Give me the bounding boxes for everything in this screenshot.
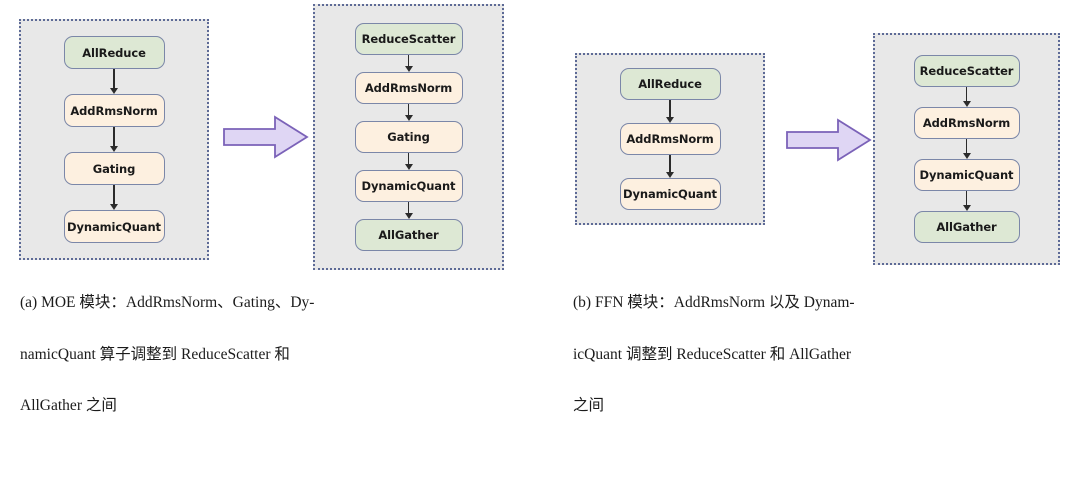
panel-b-after-group: ReduceScatter AddRmsNorm DynamicQuant Al… <box>873 33 1060 265</box>
panel-a-caption: (a) MOE 模块：AddRmsNorm、Gating、Dy- namicQu… <box>20 295 520 414</box>
connector-arrowhead <box>404 164 413 170</box>
connector-arrow <box>620 155 721 178</box>
node-label: AllReduce <box>82 45 146 60</box>
connector-shaft <box>113 185 115 206</box>
right-arrow-icon <box>223 115 309 159</box>
connector-arrowhead <box>962 101 971 107</box>
node-label: AddRmsNorm <box>364 81 453 95</box>
caption-line: (b) FFN 模块：AddRmsNorm 以及 Dynam- <box>573 294 855 311</box>
node-addrmsnorm[interactable]: AddRmsNorm <box>63 94 165 127</box>
node-label: DynamicQuant <box>919 168 1014 182</box>
node-allreduce[interactable]: AllReduce <box>63 36 165 69</box>
node-allgather[interactable]: AllGather <box>354 219 463 251</box>
panel-a-before-group: AllReduce AddRmsNorm Gating DynamicQuant <box>19 19 209 260</box>
node-label: DynamicQuant <box>361 179 456 193</box>
connector-arrow <box>64 185 165 210</box>
connector-arrowhead <box>110 88 118 94</box>
connector-arrowhead <box>110 146 118 152</box>
node-reducescatter[interactable]: ReduceScatter <box>354 23 463 55</box>
node-label: AllGather <box>936 220 997 234</box>
node-label: AddRmsNorm <box>626 132 714 146</box>
node-label: AllGather <box>378 228 439 242</box>
connector-shaft <box>407 202 410 215</box>
panel-b-before-group: AllReduce AddRmsNorm DynamicQuant <box>575 53 765 225</box>
node-dynamicquant[interactable]: DynamicQuant <box>913 159 1020 191</box>
node-dynamicquant[interactable]: DynamicQuant <box>354 170 463 202</box>
caption-line: AllGather 之间 <box>20 397 117 414</box>
connector-shaft <box>407 153 410 166</box>
node-addrmsnorm[interactable]: AddRmsNorm <box>619 123 721 155</box>
connector-shaft <box>669 155 671 174</box>
node-dynamicquant[interactable]: DynamicQuant <box>619 178 721 210</box>
transformation-arrow-panel-b <box>785 116 873 164</box>
panel-b-caption: (b) FFN 模块：AddRmsNorm 以及 Dynam- icQuant … <box>573 295 1073 414</box>
connector-arrowhead <box>962 153 971 159</box>
connector-shaft <box>113 127 115 148</box>
node-label: ReduceScatter <box>361 32 456 46</box>
connector-arrowhead <box>404 66 413 72</box>
connector-shaft <box>407 55 410 68</box>
connector-arrow <box>64 127 165 152</box>
node-label: DynamicQuant <box>623 187 717 201</box>
node-gating[interactable]: Gating <box>63 152 165 185</box>
connector-arrowhead <box>666 172 674 178</box>
node-label: Gating <box>92 161 136 176</box>
connector-shaft <box>965 87 968 103</box>
caption-line: icQuant 调整到 ReduceScatter 和 AllGather <box>573 345 852 363</box>
connector-arrowhead <box>110 204 118 210</box>
node-gating[interactable]: Gating <box>354 121 463 153</box>
node-dynamicquant[interactable]: DynamicQuant <box>63 210 165 243</box>
panel-a-after-group: ReduceScatter AddRmsNorm Gating DynamicQ… <box>313 4 504 270</box>
connector-shaft <box>965 191 968 207</box>
connector-arrowhead <box>666 117 674 123</box>
node-allgather[interactable]: AllGather <box>913 211 1020 243</box>
connector-arrow <box>620 100 721 123</box>
connector-arrow <box>914 139 1020 159</box>
node-label: DynamicQuant <box>67 219 161 234</box>
node-label: AllReduce <box>638 77 702 91</box>
node-addrmsnorm[interactable]: AddRmsNorm <box>354 72 463 104</box>
connector-arrowhead <box>404 115 413 121</box>
connector-arrow <box>355 104 463 121</box>
node-label: AddRmsNorm <box>70 103 158 118</box>
connector-shaft <box>113 69 115 90</box>
transformation-arrow-panel-a <box>222 113 310 161</box>
connector-arrowhead <box>404 213 413 219</box>
caption-line: 之间 <box>573 397 605 414</box>
caption-line: (a) MOE 模块：AddRmsNorm、Gating、Dy- <box>20 294 315 311</box>
connector-arrowhead <box>962 205 971 211</box>
connector-arrow <box>914 191 1020 211</box>
node-reducescatter[interactable]: ReduceScatter <box>913 55 1020 87</box>
connector-shaft <box>669 100 671 119</box>
connector-shaft <box>407 104 410 117</box>
connector-arrow <box>914 87 1020 107</box>
node-label: Gating <box>387 130 430 144</box>
node-label: AddRmsNorm <box>922 116 1011 130</box>
connector-arrow <box>355 202 463 219</box>
caption-line: namicQuant 算子调整到 ReduceScatter 和 <box>20 345 290 363</box>
node-addrmsnorm[interactable]: AddRmsNorm <box>913 107 1020 139</box>
connector-arrow <box>355 153 463 170</box>
connector-shaft <box>965 139 968 155</box>
node-allreduce[interactable]: AllReduce <box>619 68 721 100</box>
right-arrow-icon <box>786 118 872 162</box>
node-label: ReduceScatter <box>919 64 1014 78</box>
connector-arrow <box>64 69 165 94</box>
connector-arrow <box>355 55 463 72</box>
